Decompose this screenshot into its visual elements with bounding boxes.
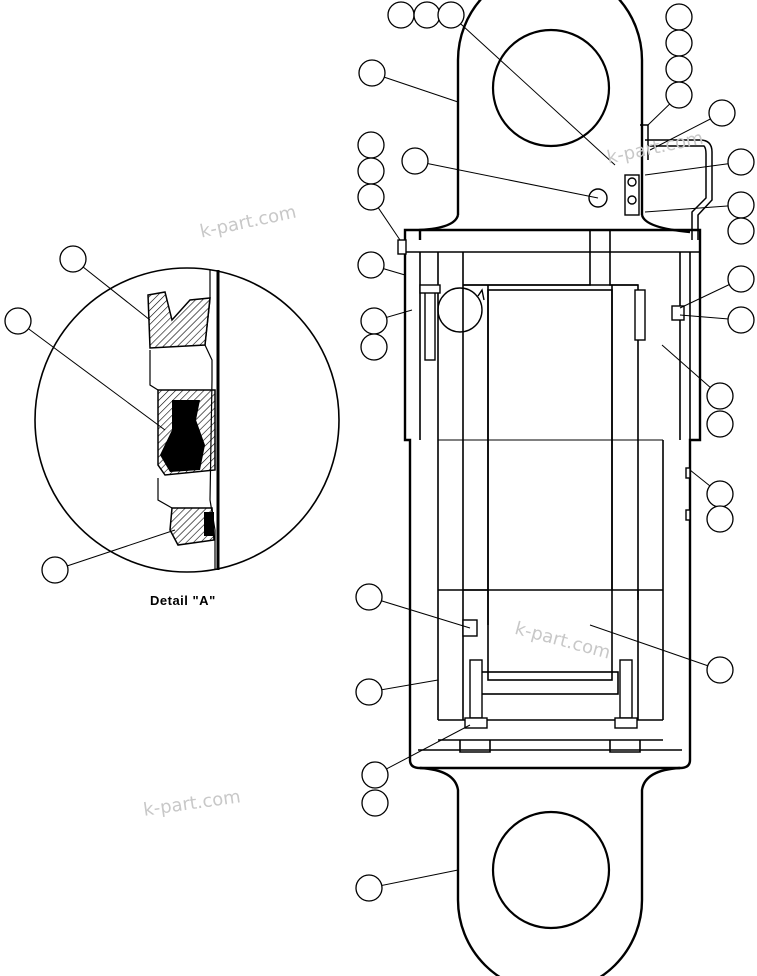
callout-bubble xyxy=(437,1,465,29)
callout-bubble xyxy=(665,3,693,31)
callout-bubble xyxy=(387,1,415,29)
callout-bubble xyxy=(401,147,429,175)
leader-line xyxy=(72,258,151,321)
detail-a-marker xyxy=(437,287,485,333)
callout-bubble xyxy=(665,55,693,83)
callout-bubble xyxy=(357,183,385,211)
callout-bubble xyxy=(413,1,441,29)
callout-bubble xyxy=(361,761,389,789)
callout-bubble xyxy=(727,265,755,293)
callout-bubble xyxy=(355,583,383,611)
fittings xyxy=(397,174,691,729)
leader-line xyxy=(644,161,742,176)
leader-line xyxy=(589,624,721,671)
callout-bubble xyxy=(665,81,693,109)
cylinder-internals xyxy=(405,230,700,753)
leader-line xyxy=(414,160,599,199)
leader-line xyxy=(371,72,459,103)
callout-bubble xyxy=(727,148,755,176)
callout-bubble xyxy=(727,191,755,219)
callout-bubble xyxy=(355,874,383,902)
callout-bubble xyxy=(706,410,734,438)
callout-bubble xyxy=(41,556,69,584)
leader-line xyxy=(374,724,471,776)
cylinder-body xyxy=(403,0,702,976)
callout-bubble xyxy=(706,382,734,410)
callout-bubble xyxy=(360,333,388,361)
detail-a-caption: Detail "A" xyxy=(150,593,216,608)
callout-bubble xyxy=(727,306,755,334)
leader-line xyxy=(644,204,742,213)
callout-bubbles xyxy=(4,1,755,902)
leader-line xyxy=(17,320,166,431)
callout-bubble xyxy=(706,656,734,684)
leader-line xyxy=(368,869,459,889)
callout-bubble xyxy=(706,480,734,508)
callout-bubble xyxy=(357,157,385,185)
callout-bubble xyxy=(727,217,755,245)
callout-bubble xyxy=(360,307,388,335)
leader-line xyxy=(368,596,471,629)
callout-bubble xyxy=(361,789,389,817)
callout-bubble xyxy=(358,59,386,87)
callout-bubble xyxy=(357,251,385,279)
callout-bubble xyxy=(706,505,734,533)
callout-bubble xyxy=(708,99,736,127)
callout-bubble xyxy=(355,678,383,706)
leader-line xyxy=(450,14,616,166)
leader-line xyxy=(54,529,176,571)
callout-bubble xyxy=(357,131,385,159)
callout-bubble xyxy=(59,245,87,273)
eye-bores xyxy=(491,28,611,930)
callout-bubble xyxy=(665,29,693,57)
callout-bubble xyxy=(4,307,32,335)
detail-a-view xyxy=(34,267,340,573)
